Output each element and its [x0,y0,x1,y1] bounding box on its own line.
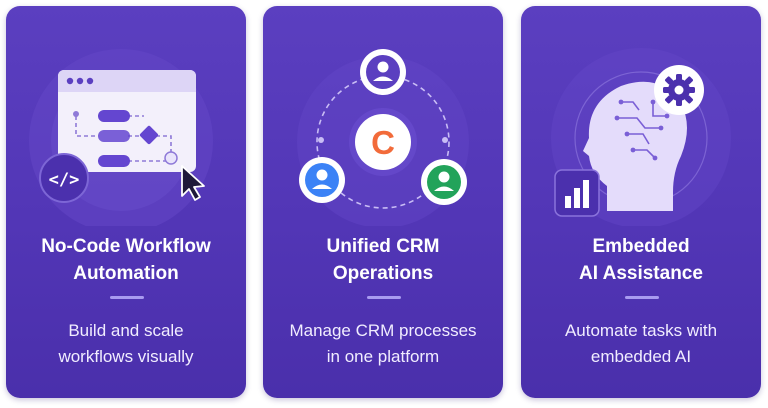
card-description: Build and scale workflows visually [10,318,242,370]
cursor-icon [181,165,205,201]
crm-illustration: C [263,6,503,226]
title-divider [625,296,659,299]
card-description: Manage CRM processes in one platform [267,318,499,370]
code-icon: </> [39,153,89,203]
card-workflow-automation: </> No-Code Workflow Automation Build an… [6,6,246,398]
card-description-line: embedded AI [590,347,692,366]
card-description-line: Automate tasks with [564,321,718,340]
card-description-line: in one platform [326,347,440,366]
bar-chart-icon [554,169,600,217]
title-divider [110,296,144,299]
gear-icon [654,65,704,115]
card-unified-crm: C [263,6,503,398]
ai-illustration [521,6,761,226]
card-title: Embedded AI Assistance [529,233,753,287]
ai-head-icon [583,81,687,211]
card-description: Automate tasks with embedded AI [525,318,757,370]
card-title-line: Automation [73,263,179,284]
card-title-line: Embedded [592,236,690,257]
card-title-line: Unified CRM [326,236,440,257]
card-title: No-Code Workflow Automation [14,233,238,287]
svg-text:</>: </> [49,170,80,190]
svg-text:C: C [371,124,395,161]
crm-logo: C [349,108,417,176]
card-title: Unified CRM Operations [271,233,495,287]
card-description-line: Manage CRM processes [289,321,477,340]
card-title-line: No-Code Workflow [41,236,211,257]
user-icon-top [360,49,406,95]
card-title-line: Operations [332,263,434,284]
user-icon-right [421,159,467,205]
card-description-line: workflows visually [58,347,194,366]
card-description-line: Build and scale [68,321,184,340]
workflow-illustration: </> [6,6,246,226]
user-icon-left [299,157,345,203]
card-title-line: AI Assistance [579,263,703,284]
title-divider [367,296,401,299]
card-embedded-ai: Embedded AI Assistance Automate tasks wi… [521,6,761,398]
